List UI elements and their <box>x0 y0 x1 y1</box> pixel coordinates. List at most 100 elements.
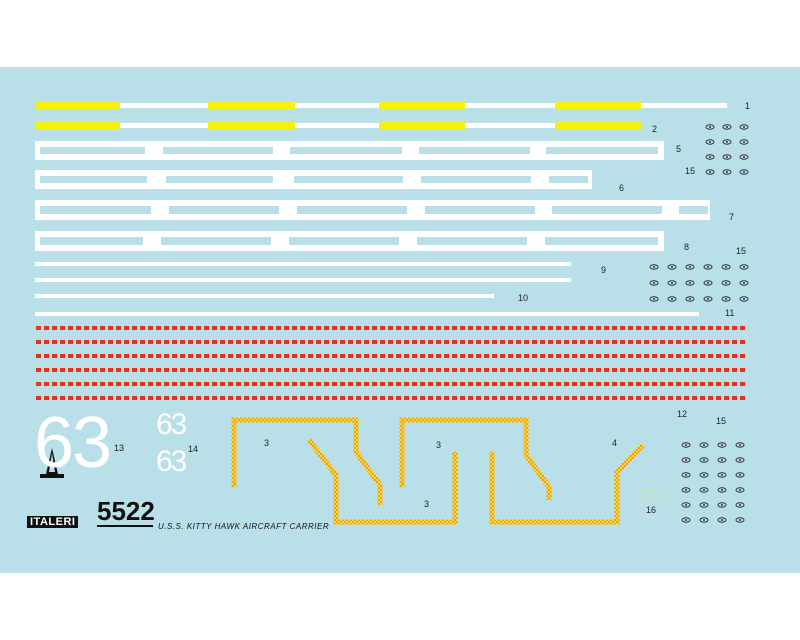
red-dash <box>100 368 105 372</box>
red-dash <box>716 340 721 344</box>
red-dash <box>164 354 169 358</box>
yellow-block <box>208 101 295 110</box>
red-dash <box>444 326 449 330</box>
red-dash <box>156 326 161 330</box>
red-dash <box>68 368 73 372</box>
marker-dot <box>649 296 659 302</box>
red-dash <box>644 368 649 372</box>
red-dash <box>324 396 329 400</box>
red-dash <box>612 340 617 344</box>
red-dash <box>52 382 57 386</box>
red-dash <box>148 396 153 400</box>
stripe-gap <box>294 176 403 183</box>
red-dash <box>476 340 481 344</box>
red-dash <box>316 382 321 386</box>
red-dash <box>564 340 569 344</box>
red-dash <box>356 326 361 330</box>
red-dash <box>732 396 737 400</box>
marker-dot-center <box>739 444 741 446</box>
marker-dot-center <box>743 141 745 143</box>
red-dash <box>612 396 617 400</box>
red-dash <box>676 396 681 400</box>
red-dash <box>596 340 601 344</box>
red-dash <box>236 396 241 400</box>
marker-dot-center <box>739 519 741 521</box>
red-dash <box>556 382 561 386</box>
stripe-9b <box>35 278 571 282</box>
red-dash <box>492 354 497 358</box>
red-dash <box>252 354 257 358</box>
red-dash <box>292 326 297 330</box>
red-dash <box>164 382 169 386</box>
red-dash <box>492 396 497 400</box>
red-dash <box>188 396 193 400</box>
red-dash <box>580 340 585 344</box>
sheet-subtitle: U.S.S. KITTY HAWK AIRCRAFT CARRIER <box>158 522 330 531</box>
red-dash <box>444 340 449 344</box>
red-dash <box>52 354 57 358</box>
marker-dot-center <box>725 266 727 268</box>
deck-edge-1 <box>231 417 383 505</box>
marker-dot-center <box>703 489 705 491</box>
red-dash <box>508 340 513 344</box>
red-dash <box>708 382 713 386</box>
red-dash <box>164 396 169 400</box>
red-dash <box>316 340 321 344</box>
marker-dot <box>722 154 732 160</box>
deck-edge-2 <box>307 438 458 525</box>
red-dash <box>700 326 705 330</box>
marker-dot-center <box>721 474 723 476</box>
red-dash <box>540 368 545 372</box>
red-dash <box>276 326 281 330</box>
red-dash <box>404 340 409 344</box>
red-dash <box>284 326 289 330</box>
red-dash <box>388 396 393 400</box>
label-16: 16 <box>646 505 657 515</box>
red-dash <box>300 326 305 330</box>
red-dash <box>484 340 489 344</box>
red-dash <box>300 396 305 400</box>
red-dash <box>468 368 473 372</box>
red-dash <box>588 396 593 400</box>
red-dash <box>60 368 65 372</box>
red-dash <box>212 396 217 400</box>
red-dash <box>684 396 689 400</box>
marker-dot-center <box>689 282 691 284</box>
red-dash <box>660 326 665 330</box>
red-dash <box>148 368 153 372</box>
red-dash <box>108 340 113 344</box>
marker-dot-center <box>703 474 705 476</box>
red-dash <box>572 354 577 358</box>
stripe-gap <box>40 147 145 154</box>
red-dash <box>572 340 577 344</box>
red-dash <box>236 340 241 344</box>
red-dash <box>188 340 193 344</box>
marker-dot <box>717 472 727 478</box>
red-dash <box>548 326 553 330</box>
red-dash <box>52 340 57 344</box>
red-dash <box>268 326 273 330</box>
label-14: 14 <box>188 444 199 454</box>
marker-dot-center <box>739 474 741 476</box>
red-dash <box>388 368 393 372</box>
label-1: 1 <box>745 101 751 111</box>
stripe-gap <box>546 147 658 154</box>
red-dash <box>372 354 377 358</box>
marker-dot-center <box>703 519 705 521</box>
red-dash <box>340 354 345 358</box>
red-dash <box>236 368 241 372</box>
red-dash <box>332 382 337 386</box>
red-dash <box>420 340 425 344</box>
red-dash <box>260 382 265 386</box>
red-dash <box>668 326 673 330</box>
red-dash <box>476 354 481 358</box>
marker-dot-center <box>721 504 723 506</box>
red-dash <box>140 396 145 400</box>
stripe-gap <box>161 237 271 245</box>
yellow-block <box>555 101 641 110</box>
red-dash <box>556 368 561 372</box>
deck-edge-4 <box>489 443 645 525</box>
small-yellow-mark <box>640 489 664 501</box>
red-dash <box>436 340 441 344</box>
red-dash <box>460 382 465 386</box>
